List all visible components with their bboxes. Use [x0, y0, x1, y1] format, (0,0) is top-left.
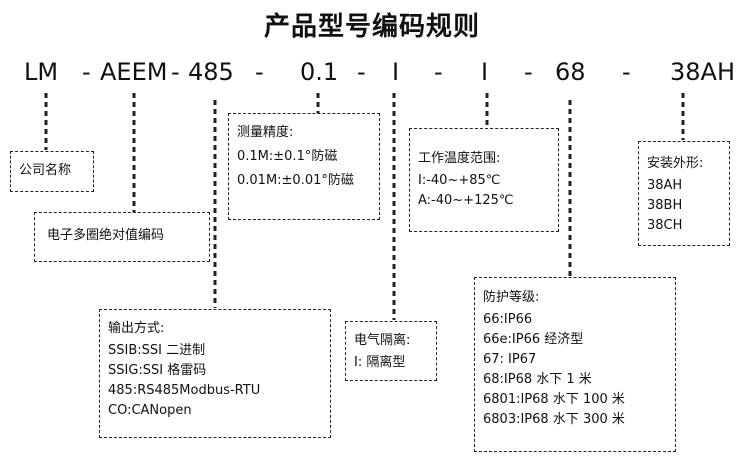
protection-title: 防护等级: [483, 290, 540, 305]
precision-title: 测量精度: [237, 125, 294, 140]
code-segment-lm: LM [24, 58, 59, 86]
code-segment-mounting: 38AH [670, 58, 736, 86]
precision-option: 0.01M:±0.01°防磁 [237, 173, 354, 188]
code-separator: - [357, 58, 366, 86]
temperature-title: 工作温度范围: [418, 151, 501, 166]
product-label: 电子多圈绝对值编码 [47, 228, 165, 243]
code-segment-aeem: AEEM [100, 58, 168, 86]
precision-box: 测量精度: 0.1M:±0.1°防磁 0.01M:±0.01°防磁 [228, 113, 380, 220]
output-option: 485:RS485Modbus-RTU [108, 383, 261, 398]
company-label: 公司名称 [19, 163, 72, 178]
output-title: 输出方式: [108, 321, 165, 336]
isolation-box: 电气隔离: I: 隔离型 [345, 321, 437, 381]
code-separator: - [524, 58, 533, 86]
mounting-box: 安装外形: 38AH 38BH 38CH [638, 141, 730, 246]
protection-option: 66:IP66 [483, 312, 533, 327]
code-separator: - [434, 58, 443, 86]
mounting-option: 38CH [647, 218, 683, 233]
mounting-title: 安装外形: [647, 156, 704, 171]
output-option: SSIG:SSI 格雷码 [108, 363, 207, 378]
protection-option: 67: IP67 [483, 352, 537, 367]
code-separator: - [255, 58, 264, 86]
code-segment-temperature: I [481, 58, 489, 86]
mounting-option: 38BH [647, 198, 683, 213]
output-option: SSIB:SSI 二进制 [108, 343, 206, 358]
code-separator: - [622, 58, 631, 86]
company-box: 公司名称 [10, 151, 94, 192]
code-separator: - [171, 58, 180, 86]
protection-box: 防护等级: 66:IP66 66e:IP66 经济型 67: IP67 68:I… [474, 277, 676, 452]
code-segment-precision: 0.1 [300, 58, 339, 86]
temperature-option: A:-40~+125℃ [418, 193, 514, 208]
precision-option: 0.1M:±0.1°防磁 [237, 149, 338, 164]
protection-option: 66e:IP66 经济型 [483, 332, 584, 347]
product-box: 电子多圈绝对值编码 [34, 212, 210, 262]
output-box: 输出方式: SSIB:SSI 二进制 SSIG:SSI 格雷码 485:RS48… [99, 309, 331, 438]
temperature-option: I:-40~+85℃ [418, 173, 501, 188]
code-separator: - [82, 58, 91, 86]
protection-option: 6801:IP68 水下 100 米 [483, 392, 625, 407]
page-title: 产品型号编码规则 [263, 12, 480, 42]
protection-option: 68:IP68 水下 1 米 [483, 372, 592, 387]
mounting-option: 38AH [647, 178, 683, 193]
code-segment-isolation: I [392, 58, 400, 86]
isolation-title: 电气隔离: [354, 333, 411, 348]
code-segment-485: 485 [188, 58, 234, 86]
protection-option: 6803:IP68 水下 300 米 [483, 412, 625, 427]
temperature-box: 工作温度范围: I:-40~+85℃ A:-40~+125℃ [409, 128, 559, 232]
code-segment-protection: 68 [555, 58, 586, 86]
output-option: CO:CANopen [108, 403, 192, 418]
isolation-option: I: 隔离型 [354, 355, 406, 370]
